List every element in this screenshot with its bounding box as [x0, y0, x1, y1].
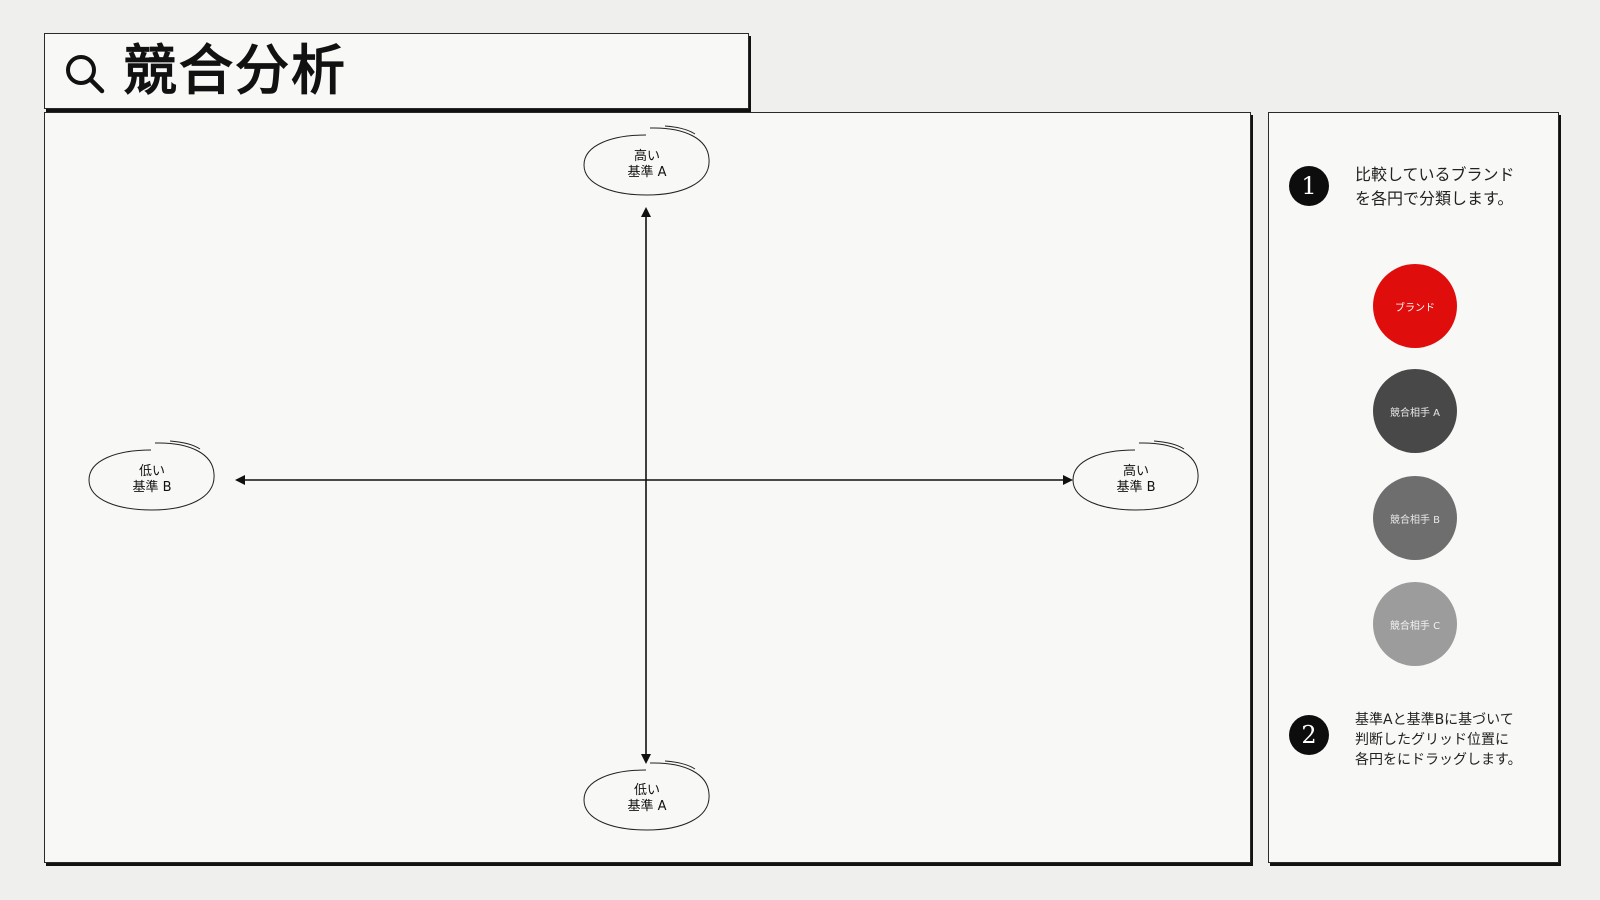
page-title: 競合分析	[123, 38, 347, 102]
step-1-badge: 1	[1289, 166, 1329, 206]
label-oval-left	[88, 440, 215, 511]
label-oval-top	[583, 125, 710, 196]
title-bar: 競合分析	[44, 33, 749, 109]
step-1-line-1: 比較しているブランド	[1355, 165, 1515, 184]
axis-label-top-level: 高い	[633, 149, 660, 164]
axis-label-top: 高い 基準 A	[585, 135, 709, 195]
step-2-badge: 2	[1289, 715, 1329, 755]
competitor-a-token[interactable]: 競合相手 A	[1373, 369, 1457, 453]
competitor-c-token-label: 競合相手 C	[1389, 620, 1441, 632]
label-oval-bottom	[583, 760, 710, 831]
competitor-b-token-label: 競合相手 B	[1389, 514, 1441, 526]
search-icon[interactable]	[63, 52, 107, 96]
step-2-line-1: 基準Aと基準Bに基づいて	[1355, 712, 1514, 728]
competitor-b-token[interactable]: 競合相手 B	[1373, 476, 1457, 560]
axis-label-right-criterion: 基準 B	[1116, 480, 1156, 495]
axis-label-right: 高い 基準 B	[1074, 450, 1198, 510]
step-1-text: 比較しているブランド を各円で分類します。	[1355, 163, 1555, 211]
axis-label-left-level: 低い	[138, 464, 165, 479]
axis-label-right-level: 高い	[1122, 464, 1149, 479]
axis-label-left: 低い 基準 B	[90, 450, 214, 510]
axis-label-bottom: 低い 基準 A	[585, 769, 709, 829]
brand-token-label: ブランド	[1395, 302, 1435, 314]
instructions-sidebar: 1 比較しているブランド を各円で分類します。 ブランド 競合相手 A 競合相手…	[1268, 112, 1559, 863]
competitor-c-token[interactable]: 競合相手 C	[1373, 582, 1457, 666]
positioning-matrix[interactable]: 高い 基準 A 低い 基準 A 低い 基準 B 高い 基準 B	[44, 112, 1251, 863]
axis-label-bottom-criterion: 基準 A	[627, 799, 667, 814]
axis-label-left-criterion: 基準 B	[132, 480, 172, 495]
competitor-a-token-label: 競合相手 A	[1389, 407, 1441, 419]
axis-label-bottom-level: 低い	[633, 783, 660, 798]
brand-token[interactable]: ブランド	[1373, 264, 1457, 348]
matrix-axes	[88, 125, 1199, 831]
step-1-line-2: を各円で分類します。	[1355, 189, 1514, 208]
label-oval-right	[1072, 440, 1199, 511]
axis-label-top-criterion: 基準 A	[627, 165, 667, 180]
step-2-line-3: 各円をにドラッグします。	[1355, 752, 1522, 768]
step-2-text: 基準Aと基準Bに基づいて 判断したグリッド位置に 各円をにドラッグします。	[1355, 710, 1555, 770]
step-2-line-2: 判断したグリッド位置に	[1355, 732, 1509, 748]
